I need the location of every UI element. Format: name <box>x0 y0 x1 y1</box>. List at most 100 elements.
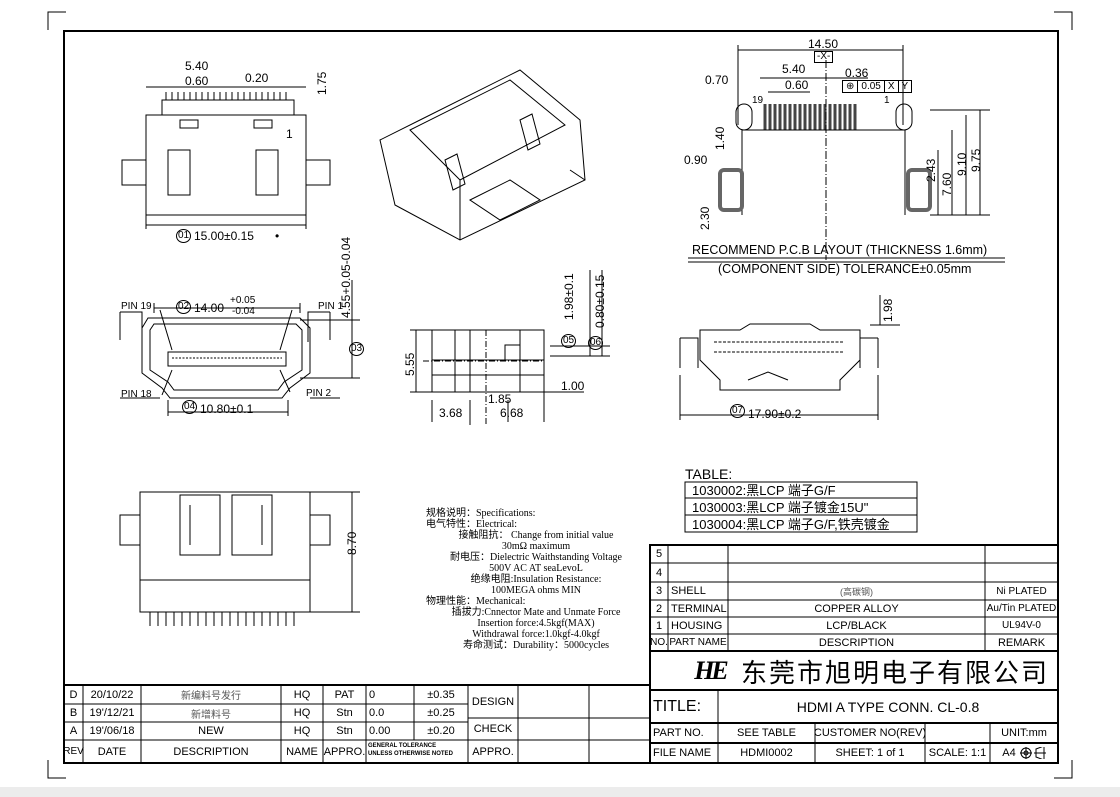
dim-8-70: 8.70 <box>345 531 359 555</box>
mark-02: 02 <box>176 300 192 314</box>
sheet-size: A4 <box>990 743 1058 763</box>
file-name-value: HDMI0002 <box>740 747 793 759</box>
revision-rev: B <box>69 707 78 719</box>
rear-view-outline <box>679 295 900 420</box>
front-view-outline <box>119 280 360 416</box>
revision-appro: Stn <box>336 725 353 737</box>
parts-header-desc: DESCRIPTION <box>818 636 895 649</box>
parts-remark: UL94V-0 <box>1002 620 1041 631</box>
sheet: SHEET: 1 of 1 <box>835 747 905 759</box>
spec-line: 物理性能：Mechanical: <box>426 596 526 607</box>
pcb-layout <box>688 45 1005 263</box>
position-tolerance-frame: ⊕ 0.05 X Y <box>842 80 913 93</box>
table-row: 1030003:黑LCP 端子镀金15U" <box>692 500 869 515</box>
tol-note-line: GENERAL TOLERANCE <box>368 743 437 749</box>
pcb-dim-9-75: 9.75 <box>969 148 983 172</box>
parts-no: 3 <box>655 585 663 597</box>
dim-10-80: 10.80±0.1 <box>200 402 254 416</box>
mark-05: 05 <box>561 334 577 348</box>
revision-appro: PAT <box>334 688 355 701</box>
parts-desc: LCP/BLACK <box>826 619 887 632</box>
dim-6-68: 6.68 <box>500 406 524 420</box>
general-tolerance-note: GENERAL TOLERANCE UNLESS OTHERWISE NOTED <box>368 742 468 758</box>
parts-no: 4 <box>655 566 663 579</box>
tol-note-line: UNLESS OTHERWISE NOTED <box>368 751 453 757</box>
rev-header-date: DATE <box>97 745 127 758</box>
revision-date: 19'/06/18 <box>89 725 135 737</box>
isometric-view <box>379 69 586 241</box>
parts-name <box>668 563 728 582</box>
revision-rev: A <box>69 725 78 737</box>
tol-datum-x: X <box>885 81 899 92</box>
parts-remark <box>985 545 1058 563</box>
revision-desc: NEW <box>198 725 224 737</box>
spec-line: 30mΩ maximum <box>501 541 571 552</box>
revision-tol-val: 0.0 <box>369 707 385 719</box>
parts-desc: COPPER ALLOY <box>814 602 899 615</box>
company-name: 东莞市旭明电子有限公司 <box>741 657 1050 688</box>
title-block-lines <box>63 544 1059 764</box>
dim-3-68: 3.68 <box>439 406 463 420</box>
dim-1-75: 1.75 <box>315 71 329 95</box>
pcb-dim-5-40: 5.40 <box>782 62 806 76</box>
label-pin1: PIN 1 <box>318 301 344 312</box>
spec-line: 500V AC AT seaLevoL <box>489 563 583 574</box>
revision-tol-val: 0.00 <box>369 725 391 737</box>
tol-value: 0.05 <box>858 81 885 92</box>
dim-14-tol-plus: +0.05 <box>230 295 256 306</box>
dim-17-90: 17.90±0.2 <box>748 407 802 421</box>
spec-line: 100MEGA ohms MIN <box>490 585 581 596</box>
position-icon: ⊕ <box>843 81 859 92</box>
dim-0-20: 0.20 <box>245 71 269 85</box>
spec-line: 电气特性：Electrical: <box>426 519 518 530</box>
check-label: CHECK <box>473 723 513 735</box>
rev-header-desc: DESCRIPTION <box>173 745 249 758</box>
parts-no: 2 <box>655 602 663 615</box>
spec-line: 绝缘电阻:Insulation Resistance: <box>470 574 602 585</box>
pcb-dim-2-30: 2.30 <box>698 206 712 230</box>
pcb-dim-0-90: 0.90 <box>684 153 708 167</box>
pcb-dim-14-50: 14.50 <box>808 37 839 51</box>
label-pin2: PIN 2 <box>306 388 332 399</box>
revision-name: HQ <box>293 707 311 719</box>
revision-tol: ±0.20 <box>427 725 455 737</box>
rev-header-name: NAME <box>286 745 318 758</box>
revision-appro: Stn <box>336 707 353 719</box>
pcb-caption-tolerance: (COMPONENT SIDE) TOLERANCE±0.05mm <box>718 262 972 276</box>
parts-no: 1 <box>655 619 663 632</box>
callout-1: 1 <box>286 127 293 141</box>
mark-03: 03 <box>349 342 365 356</box>
appro-label: APPRO. <box>472 745 514 758</box>
parts-name: TERMINAL <box>671 602 727 615</box>
bottom-view-outline <box>119 491 360 626</box>
dim-1-98: 1.98±0.1 <box>562 273 576 320</box>
revision-tol: ±0.25 <box>427 707 455 719</box>
revision-date: 19'/12/21 <box>89 707 135 719</box>
parts-desc: (高碳钢) <box>840 586 873 597</box>
spec-line: Withdrawal force:1.0kgf-4.0kgf <box>472 629 600 640</box>
dim-0-80: 0.80±0.15 <box>593 274 607 328</box>
pcb-dim-0-36: 0.36 <box>845 66 869 80</box>
parts-desc <box>728 563 985 582</box>
table-title: TABLE: <box>685 466 733 482</box>
spec-line: 规格说明：Specifications: <box>426 508 536 519</box>
parts-no: 5 <box>655 548 663 560</box>
mark-04: 04 <box>182 400 198 414</box>
revision-name: HQ <box>293 725 311 737</box>
revision-name: HQ <box>293 688 311 701</box>
tol-datum-y: Y <box>901 81 909 92</box>
mark-01: 01 <box>176 229 192 243</box>
parts-name: HOUSING <box>671 619 723 632</box>
spec-line: Insertion force:4.5kgf(MAX) <box>477 618 595 629</box>
dim-14-tol-minus: -0.04 <box>232 306 255 317</box>
pcb-dim-0-60: 0.60 <box>785 78 809 92</box>
parts-header-remark: REMARK <box>997 636 1046 649</box>
scale: SCALE: 1:1 <box>928 747 987 759</box>
dim-5-40: 5.40 <box>185 59 209 73</box>
pcb-pin19: 19 <box>752 95 764 106</box>
page-bottom-strip <box>0 787 1120 797</box>
revision-rev: D <box>69 688 78 701</box>
rev-header-rev: REV <box>63 746 84 757</box>
